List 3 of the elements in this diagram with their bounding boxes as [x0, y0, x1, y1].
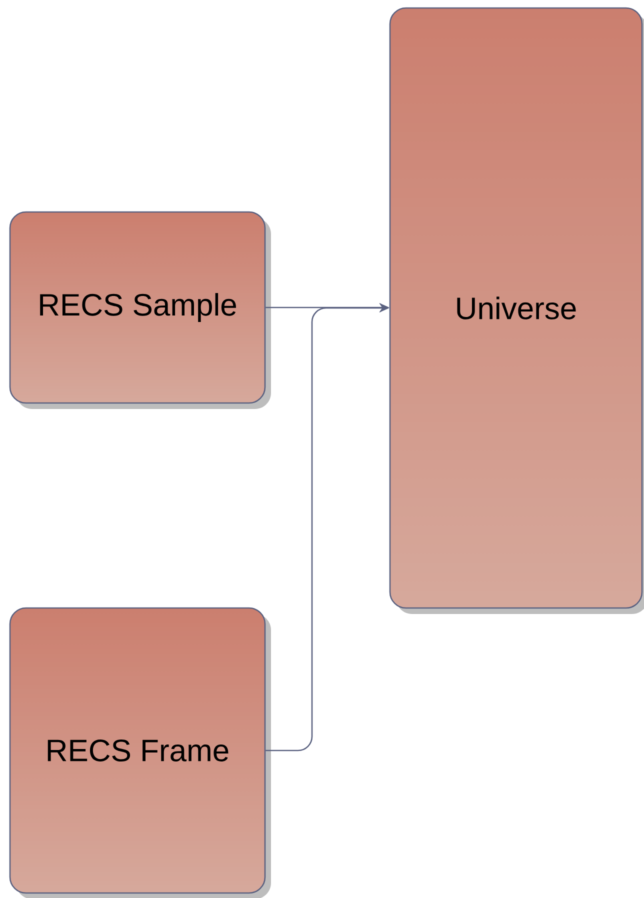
- process-box: RECS Sample: [9, 211, 271, 409]
- process-box: Universe: [389, 7, 644, 614]
- process-box: RECS Frame: [9, 607, 271, 898]
